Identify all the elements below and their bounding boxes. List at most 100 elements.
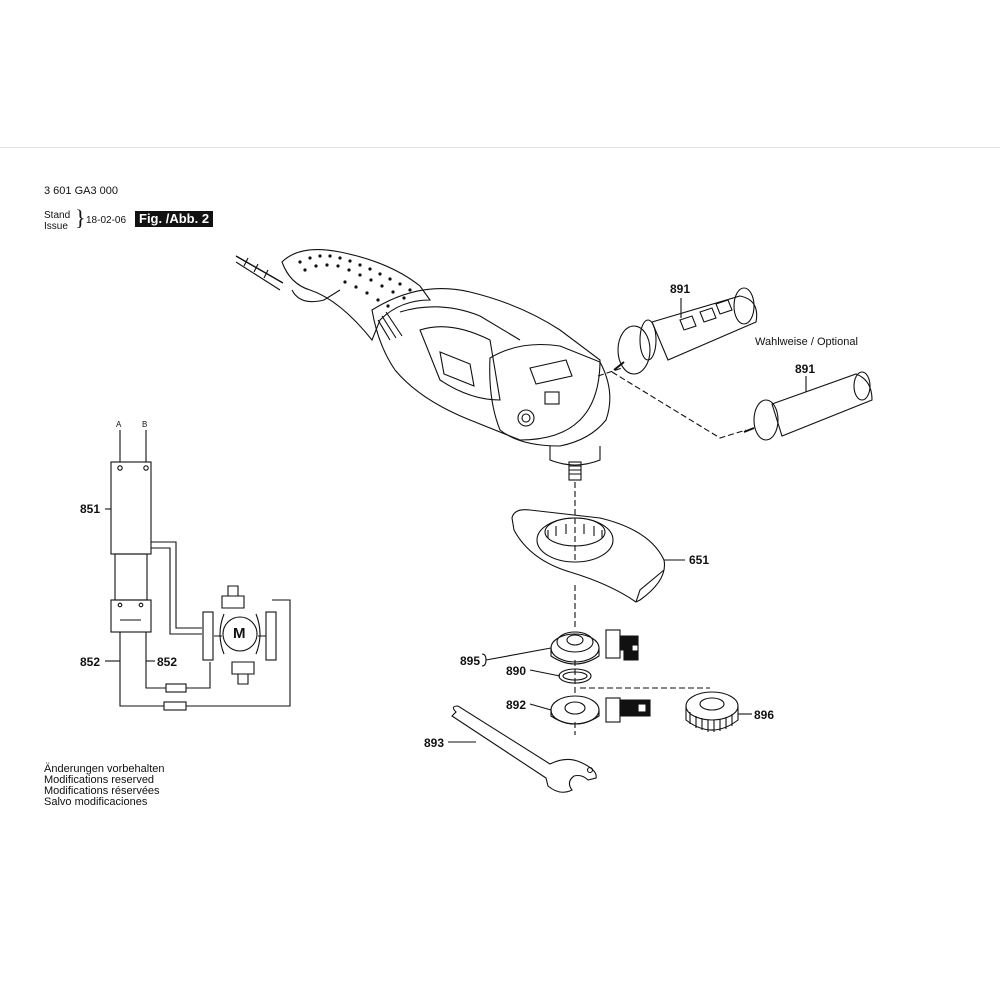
guard-shell (511, 509, 666, 603)
modification-notes: Änderungen vorbehalten Modifications res… (44, 764, 164, 808)
issue-date: 18-02-06 (86, 215, 127, 226)
handle-guard-disc (753, 399, 779, 441)
leader-890 (529, 669, 561, 677)
terminal-a-label: A (116, 420, 122, 429)
motor-symbol (222, 616, 258, 652)
arc (219, 613, 225, 655)
switch-terminal-b (143, 465, 149, 471)
wire (119, 632, 164, 707)
side-handle-891 (613, 287, 758, 375)
power-cord (235, 261, 281, 291)
nut-side (550, 710, 600, 725)
part-852-label-right: 852 (157, 655, 178, 669)
quick-nut-knurl (689, 712, 733, 732)
suppressor-terminal (138, 602, 144, 608)
handle-thread (743, 427, 755, 433)
handle-axis-optional (611, 371, 747, 439)
top-separator (0, 147, 1000, 148)
mounting-flange-895 (550, 631, 600, 665)
handle-end-cap (853, 371, 871, 401)
leader-lines (105, 298, 807, 743)
lock-indicator (544, 391, 560, 405)
part-891-label-top: 891 (670, 282, 691, 296)
document-number: 3 601 GA3 000 (44, 185, 119, 197)
spindle (568, 461, 582, 481)
handle-end-cap (733, 287, 755, 325)
handle-grip (771, 373, 873, 437)
vent-slots (377, 311, 403, 341)
stand-issue-label: Stand Issue (44, 210, 70, 232)
switch-851 (110, 461, 152, 555)
part-892-label: 892 (506, 698, 527, 712)
side-handle-socket (517, 409, 535, 427)
motor-housing (371, 288, 601, 441)
flange-detail-895 (605, 629, 639, 661)
wire (151, 547, 202, 635)
cord-ribs (243, 257, 269, 279)
quick-nut-side (685, 706, 739, 731)
part-895-label: 895 (460, 654, 481, 668)
resistor (163, 701, 187, 711)
flange-inner (556, 631, 594, 653)
part-851-label: 851 (80, 502, 101, 516)
spanner-pin (586, 766, 594, 774)
side-handle-891-optional (743, 371, 873, 441)
spindle-threads (569, 465, 581, 475)
guard-edge (635, 569, 665, 603)
leader-895 (485, 647, 552, 661)
o-ring-inner (562, 671, 588, 681)
part-890-label: 890 (506, 664, 527, 678)
guard-collar-inner (544, 517, 606, 547)
trigger-guard (291, 289, 341, 303)
wheel-guard-651 (511, 509, 666, 603)
nut-bore (564, 701, 586, 715)
terminal-b-label: B (142, 420, 148, 429)
brush-holder-top (221, 585, 245, 609)
clamping-nut-892 (550, 695, 651, 725)
handle-grip (651, 295, 758, 361)
part-893-label: 893 (424, 736, 445, 750)
part-891-label-optional: 891 (795, 362, 816, 376)
quick-nut-top (685, 691, 739, 721)
wire (186, 599, 291, 707)
wire (145, 632, 166, 689)
resistor (165, 683, 187, 693)
brace-glyph: } (75, 205, 86, 230)
two-pin-spanner-893 (451, 705, 597, 793)
brush-holder-bottom (231, 661, 255, 685)
arc (255, 613, 261, 655)
nut-section-gap (637, 703, 647, 713)
spanner-outline (451, 705, 597, 793)
field-coil-right (265, 611, 277, 661)
housing-panel (419, 326, 501, 401)
quick-nut-bore (699, 697, 725, 711)
grip-texture (298, 254, 412, 308)
handle-guard-disc (617, 325, 651, 375)
gear-head (489, 343, 611, 447)
stand-label: Stand (44, 210, 71, 221)
handle-thread (613, 361, 625, 371)
figure-badge: Fig. /Abb. 2 (135, 211, 214, 227)
grip-pads (679, 299, 733, 331)
suppressor-terminal (117, 602, 123, 608)
note-fr: Modifications réservées (44, 785, 160, 797)
collar-tabs (547, 524, 603, 538)
side-handle-socket (521, 413, 531, 423)
motor-label: M (233, 625, 246, 642)
power-cord (235, 255, 284, 284)
handle-axis (597, 367, 623, 377)
issue-label: Issue (44, 221, 68, 232)
optional-label: Wahlweise / Optional (755, 336, 858, 348)
switch-terminal-a (117, 465, 123, 471)
quick-clamp-nut-896 (685, 691, 739, 732)
leader-892 (529, 703, 552, 711)
bracket-895 (481, 653, 487, 667)
spindle-flange (549, 446, 601, 466)
rear-handle (281, 249, 432, 342)
flange-section-gap (631, 644, 639, 652)
housing-contour (399, 306, 521, 341)
note-en: Modifications reserved (44, 774, 155, 786)
field-coil-left (202, 611, 214, 661)
flange-section (605, 629, 621, 659)
